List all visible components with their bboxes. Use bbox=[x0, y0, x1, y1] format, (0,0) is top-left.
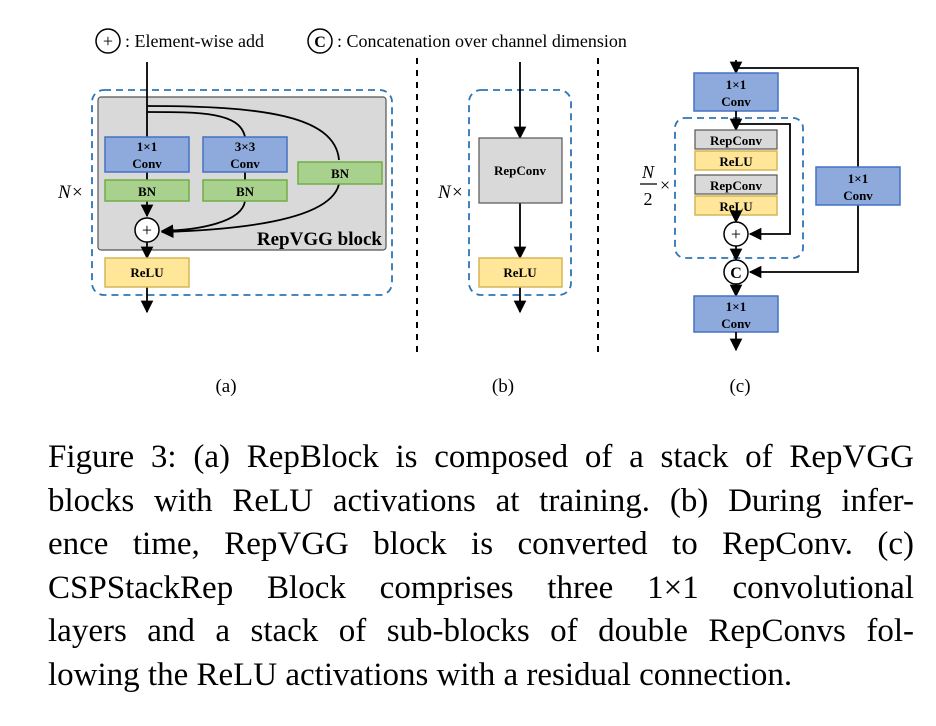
relu-box-1 bbox=[694, 150, 778, 171]
caption-line: CSPStackRep Block comprises three 1×1 co… bbox=[48, 569, 914, 606]
svg-text:ReLU: ReLU bbox=[719, 199, 753, 214]
architecture-diagram: + : Element-wise add C : Concatenation o… bbox=[57, 28, 901, 397]
relu-box bbox=[104, 257, 190, 288]
svg-text:×: × bbox=[452, 182, 463, 203]
caption-line: ence time, RepVGG block is converted to … bbox=[48, 526, 914, 562]
svg-text:+: + bbox=[142, 220, 152, 240]
svg-text:BN: BN bbox=[331, 166, 350, 181]
svg-text:RepConv: RepConv bbox=[710, 178, 763, 193]
sub-label-b: (b) bbox=[492, 376, 514, 397]
svg-text:1×1: 1×1 bbox=[726, 77, 746, 92]
caption-line: Figure 3: (a) RepBlock is composed of a … bbox=[48, 439, 914, 475]
sub-label-a: (a) bbox=[215, 376, 236, 397]
branch-bn bbox=[146, 105, 340, 161]
relu-box bbox=[478, 257, 563, 288]
svg-text:Conv: Conv bbox=[230, 156, 260, 171]
add-legend-icon bbox=[95, 28, 121, 54]
caption-line: lowing the ReLU activations with a resid… bbox=[48, 656, 793, 693]
svg-text:Conv: Conv bbox=[132, 156, 162, 171]
svg-text:+: + bbox=[731, 224, 741, 244]
svg-text:RepConv: RepConv bbox=[494, 163, 547, 178]
svg-text:RepConv: RepConv bbox=[710, 133, 763, 148]
svg-text:ReLU: ReLU bbox=[130, 265, 164, 280]
svg-text:1×1: 1×1 bbox=[848, 171, 868, 186]
svg-text:BN: BN bbox=[236, 184, 255, 199]
svg-text:ReLU: ReLU bbox=[503, 265, 537, 280]
conv-3x3-box bbox=[202, 136, 288, 173]
svg-text:Conv: Conv bbox=[721, 94, 751, 109]
conv-3x3-label: 3×3 bbox=[235, 139, 256, 154]
svg-text:Conv: Conv bbox=[721, 316, 751, 331]
add-legend-text: : Element-wise add bbox=[125, 31, 264, 51]
bn-box-1 bbox=[104, 179, 190, 202]
side-conv-box bbox=[815, 166, 901, 206]
repconv-box-1 bbox=[694, 129, 778, 150]
panel-a: 1×1 Conv 3×3 Conv BN BN BN + RepVGG bloc… bbox=[57, 62, 393, 397]
bn-box-3 bbox=[297, 161, 383, 185]
top-conv-box bbox=[693, 72, 779, 112]
add-legend-symbol: + bbox=[103, 31, 113, 51]
svg-text:×: × bbox=[660, 175, 670, 195]
repblock-dashed-border bbox=[91, 89, 393, 296]
svg-text:BN: BN bbox=[138, 184, 157, 199]
bn-box-2 bbox=[202, 179, 288, 202]
repvgg-block-label: RepVGG block bbox=[257, 229, 383, 250]
svg-text:Conv: Conv bbox=[843, 188, 873, 203]
caption-line: blocks with ReLU activations at training… bbox=[48, 482, 914, 519]
conv-1x1-box bbox=[104, 136, 190, 173]
repconv-box-2 bbox=[694, 174, 778, 195]
caption-line: layers and a stack of sub-blocks of doub… bbox=[48, 613, 914, 649]
svg-text:1×1: 1×1 bbox=[726, 299, 746, 314]
add-node bbox=[134, 217, 160, 243]
fraction-denominator: 2 bbox=[644, 189, 653, 209]
conv-1x1-label: 1×1 bbox=[137, 139, 157, 154]
legend: + : Element-wise add C : Concatenation o… bbox=[95, 28, 627, 54]
concat-legend-symbol: C bbox=[314, 34, 326, 51]
repvgg-block-background bbox=[97, 96, 387, 251]
concat-legend-icon bbox=[307, 28, 333, 54]
figure-caption: Figure 3: (a) RepBlock is composed of a … bbox=[48, 436, 914, 697]
figure-area: + : Element-wise add C : Concatenation o… bbox=[57, 28, 901, 397]
branch-3x3 bbox=[146, 111, 246, 138]
residual-path bbox=[736, 123, 791, 241]
panel-c: 1×1 Conv RepConv ReLU RepConv ReLU + C 1… bbox=[640, 60, 901, 397]
repeat-n-label: N bbox=[437, 182, 452, 203]
repeat-n-label: N bbox=[57, 182, 72, 203]
svg-text:ReLU: ReLU bbox=[719, 154, 753, 169]
fraction-numerator: N bbox=[641, 162, 655, 182]
svg-text:C: C bbox=[730, 265, 742, 282]
concat-legend-text: : Concatenation over channel dimension bbox=[337, 31, 627, 51]
panel-b: RepConv ReLU N × (b) bbox=[437, 62, 572, 397]
repconv-box bbox=[478, 137, 563, 204]
sub-label-c: (c) bbox=[729, 376, 750, 397]
svg-text:×: × bbox=[72, 182, 83, 203]
